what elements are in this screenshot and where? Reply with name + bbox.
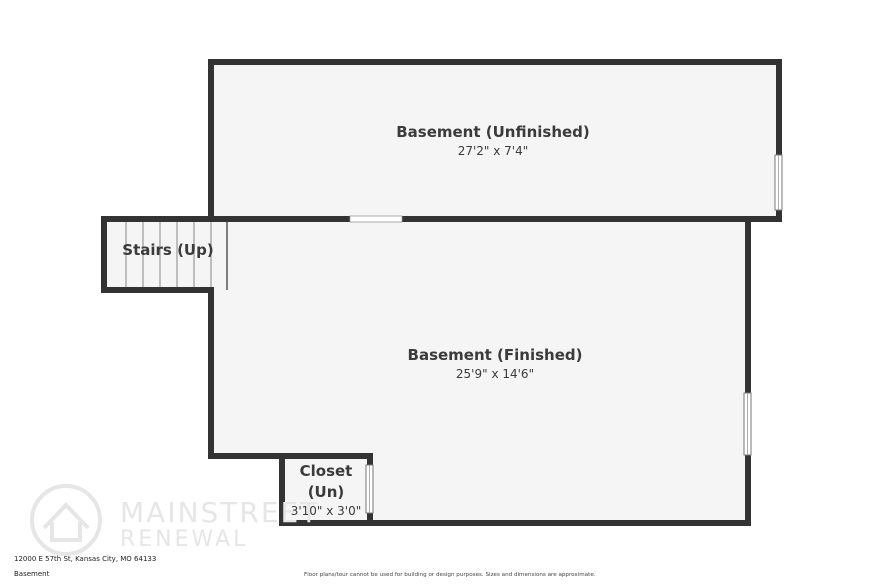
watermark-sub: RENEWAL (120, 527, 248, 552)
walls (101, 59, 782, 526)
stairs-floor (105, 220, 227, 289)
footer-disclaimer: Floor plans/tour cannot be used for buil… (304, 572, 596, 578)
room-finished-floor (213, 219, 748, 459)
watermark: MAINSTREET RENEWAL (30, 484, 319, 556)
room-label-stairs: Stairs (Up) (122, 241, 213, 259)
room-label-closet-line2: (Un) (308, 483, 345, 501)
room-dim-unfinished: 27'2" x 7'4" (458, 144, 529, 158)
room-label-unfinished: Basement (Unfinished) (396, 123, 590, 141)
room-label-finished: Basement (Finished) (408, 346, 583, 364)
watermark-brand: MAINSTREET (120, 496, 319, 529)
room-unfinished-floor (213, 64, 777, 219)
room-finished-floor-lower (370, 455, 748, 523)
door-opening (349, 215, 403, 223)
room-label-closet-line1: Closet (300, 462, 353, 480)
footer-address: 12000 E 57th St, Kansas City, MO 64133 (14, 555, 157, 563)
room-dim-closet: 3'10" x 3'0" (291, 504, 362, 518)
closet-floor (283, 459, 370, 523)
stair-treads (125, 222, 212, 288)
watermark-logo-icon (30, 484, 102, 556)
room-dim-finished: 25'9" x 14'6" (456, 367, 534, 381)
footer-level: Basement (14, 570, 50, 578)
